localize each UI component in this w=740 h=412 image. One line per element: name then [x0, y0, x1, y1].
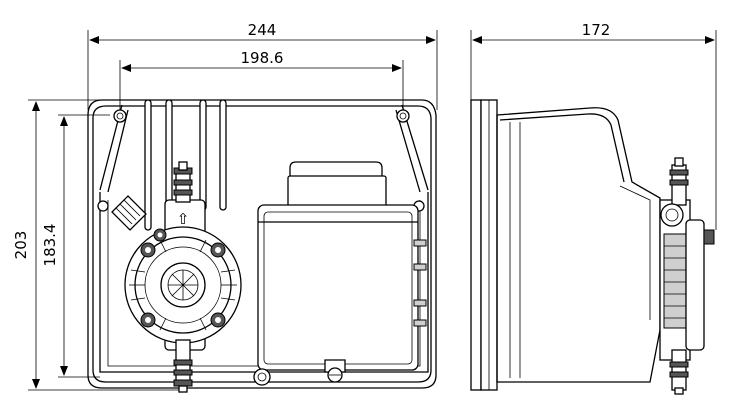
housing-inner-outline — [92, 105, 432, 383]
dimension-inner-height: 183.4 — [41, 114, 110, 378]
flow-direction-icon: ⇧ — [177, 210, 190, 228]
side-bleed-knob — [660, 203, 684, 227]
dimension-overall-width: 244 — [87, 21, 438, 110]
control-box — [257, 161, 427, 371]
dimension-hole-spacing: 198.6 — [119, 49, 404, 110]
mounting-hole-bottom-left — [97, 200, 109, 212]
dimension-depth: 172 — [470, 21, 717, 230]
pump-head — [124, 199, 242, 351]
mounting-hole-left — [113, 109, 127, 123]
discharge-valve — [173, 161, 193, 203]
side-discharge-valve — [669, 157, 689, 206]
dim-label-depth: 172 — [582, 21, 611, 39]
mounting-hole-right — [396, 109, 410, 123]
dim-label-overall-height: 203 — [12, 231, 30, 260]
housing-outline — [87, 99, 437, 389]
front-view: ⇧ — [87, 99, 437, 393]
side-housing — [496, 107, 661, 383]
suction-valve — [173, 339, 193, 393]
cable-gland-left — [253, 368, 271, 386]
side-suction-valve — [669, 349, 689, 395]
dim-label-hole-spacing: 198.6 — [241, 49, 284, 67]
side-view — [470, 99, 715, 395]
side-pump-head — [659, 199, 715, 361]
cable-gland-right — [324, 359, 346, 383]
dim-label-inner-height: 183.4 — [41, 224, 59, 267]
bleed-fitting — [111, 195, 147, 231]
tube-bundle — [144, 99, 227, 231]
rear-frame — [99, 104, 429, 193]
dim-label-overall-width: 244 — [248, 21, 277, 39]
side-back-plate — [470, 99, 482, 391]
pump-bolts — [140, 228, 226, 328]
